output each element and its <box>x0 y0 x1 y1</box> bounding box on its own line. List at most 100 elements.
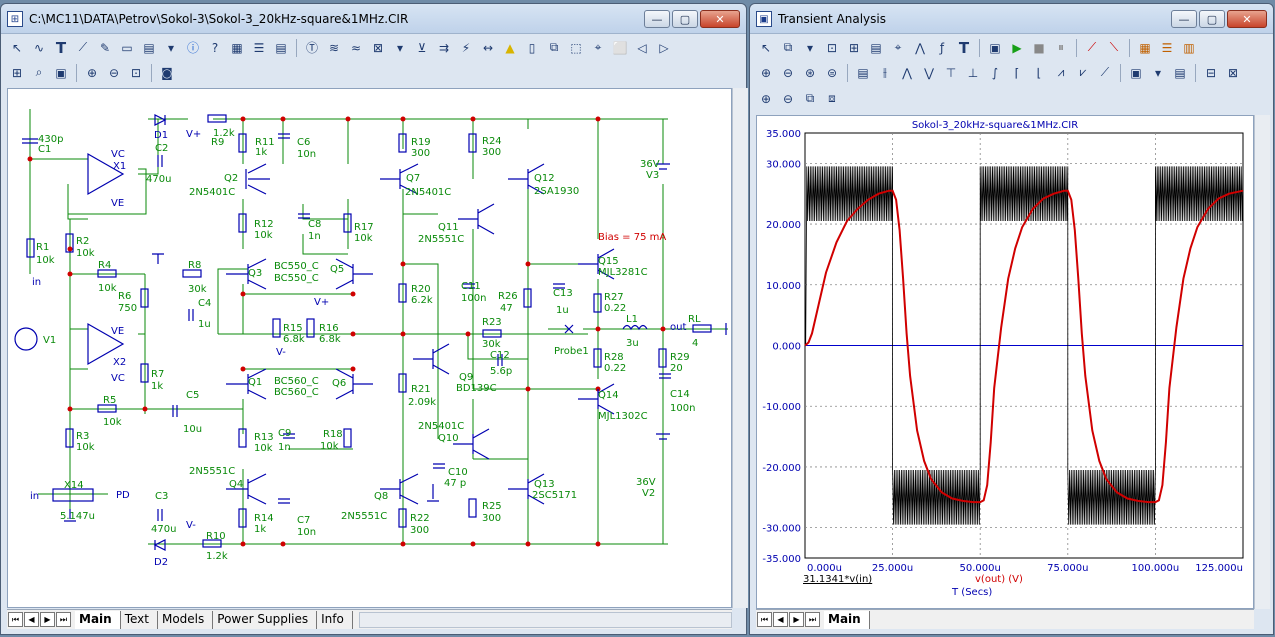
zoom-in-icon[interactable]: ⊕ <box>86 65 98 80</box>
flip-icon[interactable]: ▷ <box>659 40 669 55</box>
list-icon[interactable]: ☰ <box>1161 40 1173 55</box>
info-icon[interactable]: ⓘ <box>186 41 199 55</box>
analysis-close-button[interactable]: ✕ <box>1227 10 1267 28</box>
zoom-in2-icon[interactable]: ⊕ <box>760 91 772 106</box>
box-icon[interactable]: ⬚ <box>570 40 582 55</box>
origin-icon[interactable]: ⌖ <box>594 40 602 54</box>
dropdown2-icon[interactable]: ▾ <box>396 40 404 55</box>
dropdown-arrow-icon[interactable]: ▾ <box>806 40 814 55</box>
pencil-icon[interactable]: ✎ <box>99 40 111 55</box>
low-icon[interactable]: ⊥ <box>967 65 979 80</box>
schematic-vertical-scrollbar[interactable] <box>732 88 748 608</box>
list-icon[interactable]: ☰ <box>253 40 265 55</box>
component-icon[interactable]: ▭ <box>121 40 133 55</box>
columns-icon[interactable]: ▥ <box>1183 40 1195 55</box>
analysis-minimize-button[interactable]: — <box>1171 10 1197 28</box>
top-icon[interactable]: ⩘ <box>1057 65 1065 79</box>
page-icon[interactable]: ▯ <box>528 40 536 55</box>
tab-main[interactable]: Main <box>75 610 121 629</box>
select-arrow-icon[interactable]: ↖ <box>11 40 23 55</box>
scope-icon[interactable]: ⊡ <box>826 40 838 55</box>
find-icon[interactable]: ⌕ <box>35 65 43 79</box>
text-label-icon[interactable]: Ⓣ <box>305 41 318 55</box>
copy-icon[interactable]: ⧉ <box>549 40 559 54</box>
attribute-icon[interactable]: ⊠ <box>372 40 384 55</box>
tab-text[interactable]: Text <box>121 610 158 629</box>
first-page-icon[interactable]: ⏮ <box>757 612 772 627</box>
dropdown-arrow-icon[interactable]: ▾ <box>167 40 175 55</box>
line-tool-icon[interactable]: ⟋ <box>78 40 88 54</box>
minimize-button[interactable]: — <box>644 10 670 28</box>
range-icon[interactable]: ↔ <box>482 40 494 55</box>
analysis-titlebar[interactable]: ▣ Transient Analysis — ▢ ✕ <box>750 4 1273 34</box>
zoom-auto-icon[interactable]: ⊛ <box>804 65 816 80</box>
power-icon[interactable]: ⚡ <box>461 40 471 55</box>
table-icon[interactable]: ▦ <box>1139 40 1151 55</box>
label-icon[interactable]: ▣ <box>1130 65 1142 80</box>
zoom-fit-icon[interactable]: ⊡ <box>130 65 142 80</box>
first-page-icon[interactable]: ⏮ <box>8 612 23 627</box>
analysis-maximize-button[interactable]: ▢ <box>1199 10 1225 28</box>
tracker-icon[interactable]: ⫲ <box>883 65 887 79</box>
help-icon[interactable]: ? <box>211 40 219 55</box>
maximize-button[interactable]: ▢ <box>672 10 698 28</box>
tab-models[interactable]: Models <box>158 610 214 629</box>
page-setup-icon[interactable]: ▣ <box>55 65 67 80</box>
high-icon[interactable]: ⊤ <box>945 65 957 80</box>
prev-page-icon[interactable]: ◀ <box>773 612 788 627</box>
pan2-icon[interactable]: ⧈ <box>828 91 836 105</box>
grid-icon[interactable]: ▦ <box>231 40 243 55</box>
last-page-icon[interactable]: ⏭ <box>56 612 71 627</box>
camera-icon[interactable]: ◙ <box>161 65 173 80</box>
next-valley-icon[interactable]: ⋁ <box>924 65 934 80</box>
align-icon[interactable]: ▤ <box>1174 65 1186 80</box>
zoom-out-icon[interactable]: ⊖ <box>782 65 794 80</box>
global-low-icon[interactable]: ⌊ <box>1036 65 1042 80</box>
next-page-icon[interactable]: ▶ <box>789 612 804 627</box>
wire-icon[interactable]: ∿ <box>33 40 45 55</box>
fit-icon[interactable]: ⊠ <box>1227 65 1239 80</box>
pause-icon[interactable]: ⏸ <box>1057 40 1064 54</box>
peak-icon[interactable]: ⋀ <box>915 40 925 55</box>
cursor-icon[interactable]: ⌖ <box>894 40 902 54</box>
pen-icon[interactable]: ⟋ <box>1087 40 1097 54</box>
voltage-icon[interactable]: ⊻ <box>417 40 427 55</box>
properties-icon[interactable]: ▤ <box>275 40 287 55</box>
edit-plot-icon[interactable]: ▤ <box>857 65 869 80</box>
part-icon[interactable]: ▤ <box>143 40 155 55</box>
tab-power-supplies[interactable]: Power Supplies <box>213 610 318 629</box>
function-icon[interactable]: ƒ <box>939 40 945 55</box>
prev-page-icon[interactable]: ◀ <box>24 612 39 627</box>
erase-icon[interactable]: ⟍ <box>1109 40 1119 54</box>
tab-info[interactable]: Info <box>317 610 353 629</box>
grid-snap-icon[interactable]: ⊞ <box>11 65 23 80</box>
zoom-out-icon[interactable]: ⊖ <box>108 65 120 80</box>
run-icon[interactable]: ▶ <box>1012 40 1022 55</box>
next-peak-icon[interactable]: ⋀ <box>902 65 912 80</box>
text-tool-icon[interactable]: T <box>958 38 970 57</box>
global-high-icon[interactable]: ⌈ <box>1014 65 1020 80</box>
mirror-icon[interactable]: ◁ <box>637 40 647 55</box>
next-page-icon[interactable]: ▶ <box>40 612 55 627</box>
text-tool-icon[interactable]: T <box>55 38 67 57</box>
schematic-horizontal-scrollbar[interactable] <box>358 611 732 628</box>
bounding-icon[interactable]: ⬜ <box>612 40 628 55</box>
dropdown2-icon[interactable]: ▾ <box>1154 65 1162 80</box>
close-button[interactable]: ✕ <box>700 10 740 28</box>
select-arrow-icon[interactable]: ↖ <box>760 40 772 55</box>
plot-vertical-scrollbar[interactable] <box>1254 115 1270 609</box>
warning-icon[interactable]: ▲ <box>505 40 515 55</box>
copy-icon[interactable]: ⧉ <box>783 40 793 54</box>
slope-icon[interactable]: ⟋ <box>1100 65 1110 79</box>
zoom-out2-icon[interactable]: ⊖ <box>782 91 794 106</box>
plot-icon[interactable]: ⊞ <box>848 40 860 55</box>
scale-icon[interactable]: ⊟ <box>1205 65 1217 80</box>
zoom-fit-icon[interactable]: ⊜ <box>826 65 838 80</box>
stop-icon[interactable]: ■ <box>1033 40 1045 55</box>
pan-icon[interactable]: ⧉ <box>805 91 815 105</box>
inflect-icon[interactable]: ∫ <box>991 65 999 80</box>
tab-main-analysis[interactable]: Main <box>824 610 870 629</box>
schematic-canvas[interactable]: 430p C1 D1 V+ 1.2k R9 C2 470u X1 VC VE R… <box>7 88 732 608</box>
last-page-icon[interactable]: ⏭ <box>805 612 820 627</box>
